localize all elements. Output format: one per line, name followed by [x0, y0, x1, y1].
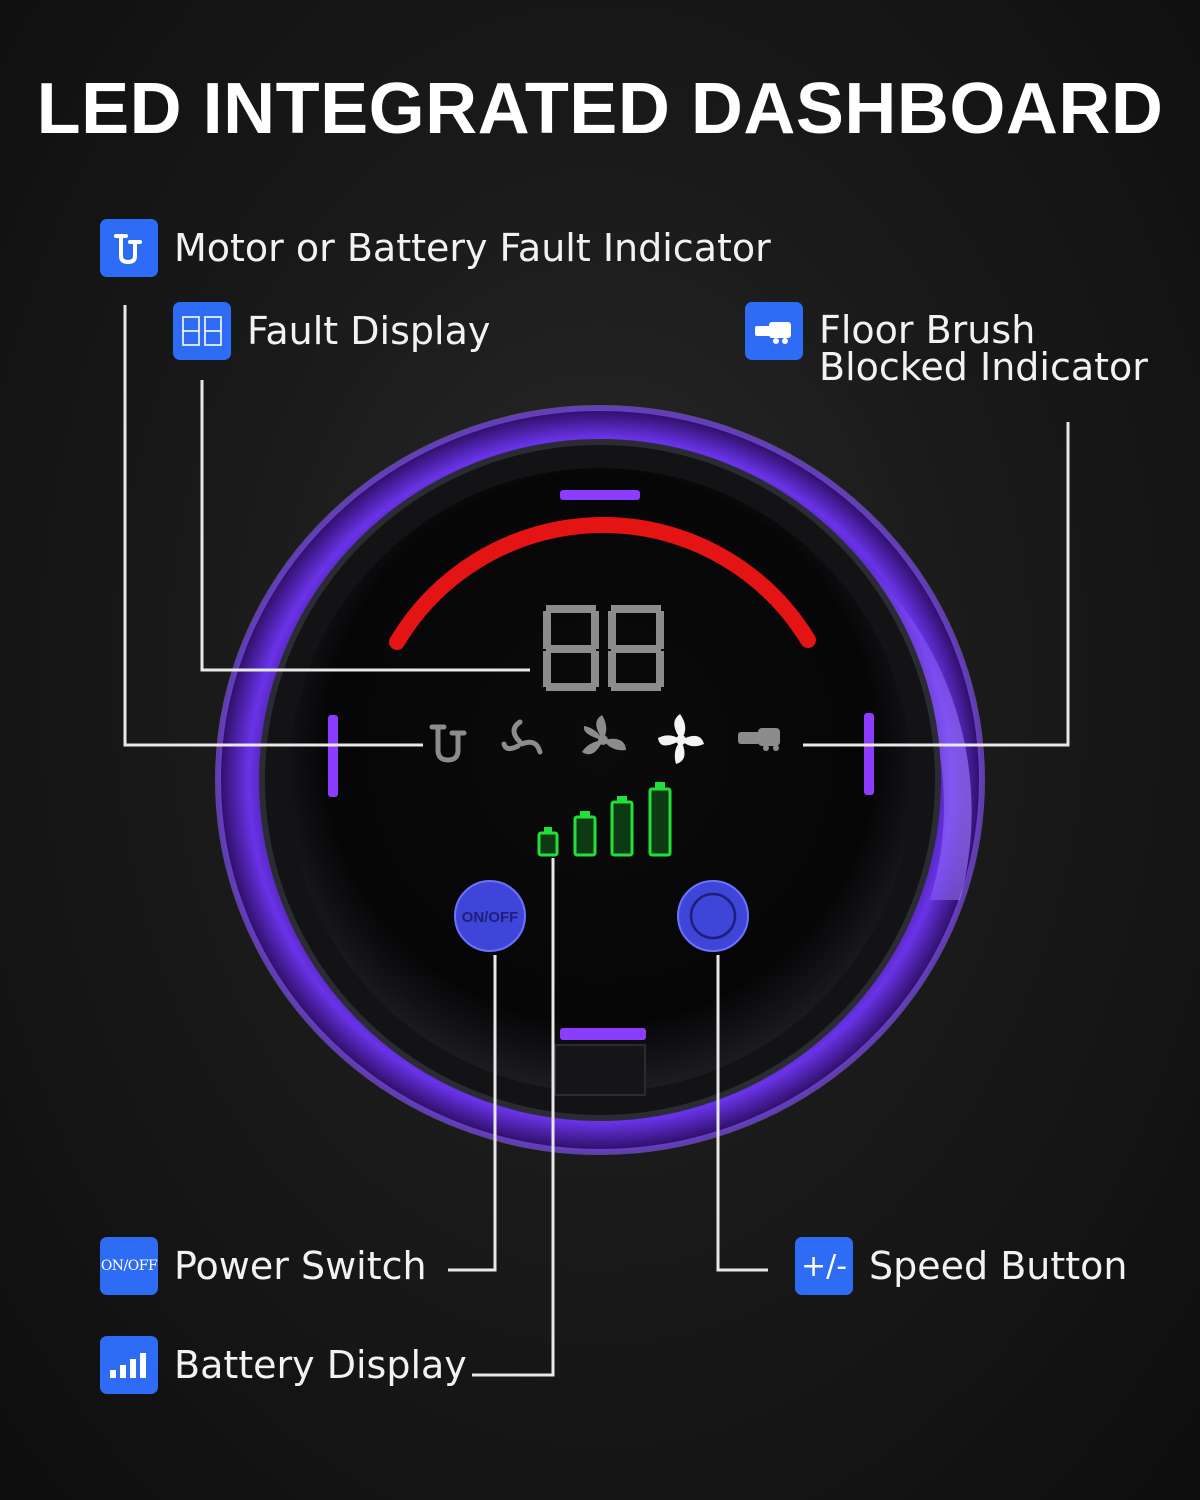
bottom-tick — [560, 1028, 646, 1040]
connector — [554, 1044, 646, 1096]
battery-bars — [537, 782, 672, 857]
fan-high-icon — [658, 714, 704, 764]
floor-brush-text-line1: Floor Brush — [819, 308, 1036, 352]
power-switch-label: ON/OFF Power Switch — [100, 1237, 427, 1295]
floor-brush-label: Floor Brush Blocked Indicator — [745, 302, 1148, 386]
speed-button-label: +/- Speed Button — [795, 1237, 1128, 1295]
battery-display-text: Battery Display — [174, 1343, 467, 1387]
speed-button[interactable] — [677, 880, 749, 952]
plus-minus-icon: +/- — [795, 1237, 853, 1295]
power-button-label: ON/OFF — [462, 909, 519, 926]
page-title: LED INTEGRATED DASHBOARD — [36, 69, 1164, 149]
floor-brush-text-line2: Blocked Indicator — [819, 345, 1148, 389]
fan-low-icon — [501, 719, 543, 755]
pipe-hose-icon — [429, 724, 467, 763]
segment-display — [543, 605, 664, 691]
floor-brush-icon — [738, 728, 780, 751]
battery-display-label: Battery Display — [100, 1336, 467, 1394]
power-switch-text: Power Switch — [174, 1244, 427, 1288]
fault-display-label: Fault Display — [173, 302, 490, 360]
left-tick — [328, 715, 338, 797]
seven-segment-icon — [173, 302, 231, 360]
power-button[interactable]: ON/OFF — [454, 880, 526, 952]
battery-bars-icon — [100, 1336, 158, 1394]
fault-display-text: Fault Display — [247, 309, 491, 353]
pipe-hose-icon — [100, 219, 158, 277]
right-tick — [864, 713, 874, 795]
motor-fault-text: Motor or Battery Fault Indicator — [174, 226, 771, 270]
motor-fault-label: Motor or Battery Fault Indicator — [100, 219, 771, 277]
floor-brush-icon — [745, 302, 803, 360]
on-off-icon: ON/OFF — [100, 1237, 158, 1295]
fan-mid-icon — [582, 715, 626, 755]
display-face — [288, 468, 912, 1092]
speed-button-text: Speed Button — [869, 1244, 1128, 1288]
top-tick — [560, 490, 640, 500]
